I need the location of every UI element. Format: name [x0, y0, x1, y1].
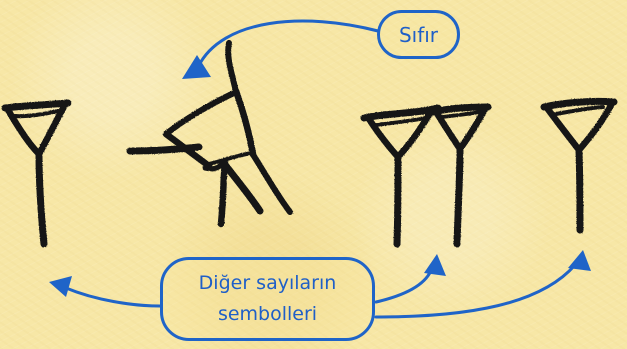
right-arrow-far-head: [568, 250, 591, 271]
zero-label-bubble: Sıfır: [377, 10, 460, 59]
right-arrow-middle-head: [424, 254, 446, 276]
cuneiform-two-symbol-icon: [360, 103, 492, 248]
left-arrow: [64, 286, 162, 308]
zero-arrow-head: [182, 55, 211, 79]
other-numbers-label-line-2: sembolleri: [217, 303, 318, 325]
other-numbers-label-line-1: Diğer sayıların: [198, 272, 337, 294]
cuneiform-zero-symbol-icon: [126, 40, 293, 228]
right-arrow-far: [374, 263, 577, 319]
other-numbers-label-bubble: Diğer sayıların sembolleri: [160, 257, 375, 341]
right-arrow-middle: [374, 266, 434, 304]
zero-label-text: Sıfır: [398, 22, 439, 47]
zero-arrow: [196, 19, 380, 69]
left-arrow-head: [49, 276, 72, 297]
cuneiform-one-symbol-left-icon: [1, 99, 72, 248]
cuneiform-one-symbol-right-icon: [540, 97, 618, 234]
